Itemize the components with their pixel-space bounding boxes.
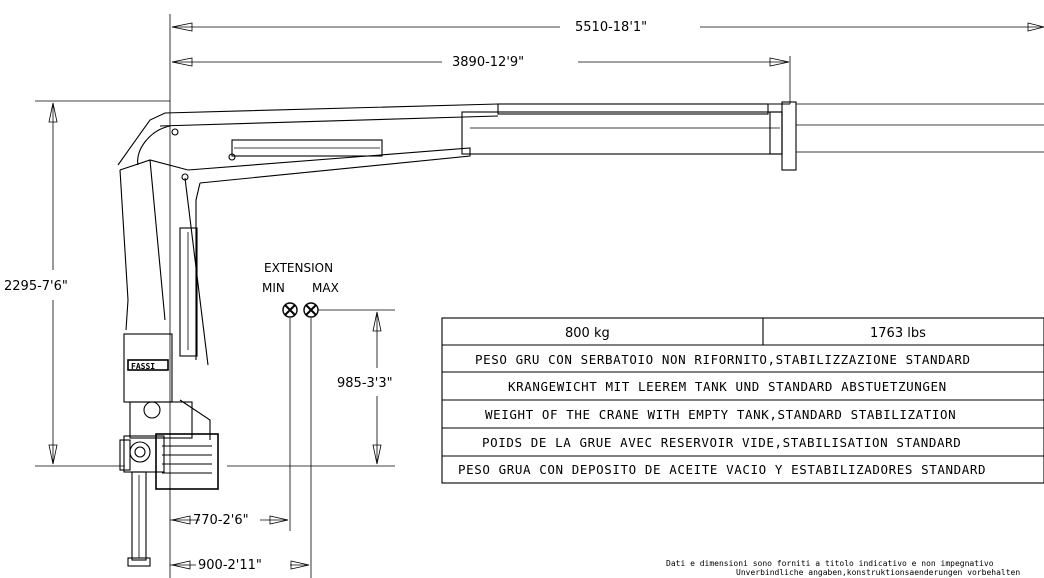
- dim-offset-min-label: 770-2'6": [193, 513, 249, 528]
- weight-row-fr: POIDS DE LA GRUE AVEC RESERVOIR VIDE,STA…: [482, 435, 961, 450]
- disclaimer-line-1: Dati e dimensioni sono forniti a titolo …: [666, 559, 994, 568]
- dim-height: 2295-7'6": [4, 100, 170, 467]
- min-hook-marker-icon: [282, 302, 298, 531]
- dim-offset-min: 770-2'6": [170, 513, 289, 528]
- dim-reach-min-label: 3890-12'9": [452, 55, 524, 70]
- disclaimer-line-2: Unverbindliche angaben,konstruktionsaend…: [736, 568, 1020, 577]
- weight-row-en: WEIGHT OF THE CRANE WITH EMPTY TANK,STAN…: [485, 407, 956, 422]
- brand-plate: FASSI: [131, 362, 155, 371]
- weight-table: 800 kg 1763 lbs PESO GRU CON SERBATOIO N…: [441, 317, 1044, 484]
- extension-max-label: MAX: [312, 281, 339, 295]
- extension-title: EXTENSION: [264, 261, 333, 275]
- dim-height-label: 2295-7'6": [4, 279, 68, 294]
- dim-hook-drop-label: 985-3'3": [337, 376, 393, 391]
- weight-row-de: KRANGEWICHT MIT LEEREM TANK UND STANDARD…: [508, 379, 947, 394]
- dim-offset-max-label: 900-2'11": [198, 558, 262, 573]
- extension-markers: EXTENSION MIN MAX: [262, 261, 339, 578]
- dim-total-reach: 5510-18'1": [171, 20, 1044, 35]
- weight-lbs: 1763 lbs: [870, 326, 926, 341]
- weight-row-it: PESO GRU CON SERBATOIO NON RIFORNITO,STA…: [475, 352, 971, 367]
- dim-total-reach-label: 5510-18'1": [575, 20, 647, 35]
- weight-row-es: PESO GRUA CON DEPOSITO DE ACEITE VACIO Y…: [458, 462, 986, 477]
- dim-offset-max: 900-2'11": [170, 558, 310, 573]
- extension-min-label: MIN: [262, 281, 285, 295]
- dim-reach-min: 3890-12'9": [171, 55, 790, 70]
- crane-outline: FASSI: [117, 101, 1044, 567]
- weight-kg: 800 kg: [565, 326, 610, 341]
- max-hook-marker-icon: [303, 302, 319, 578]
